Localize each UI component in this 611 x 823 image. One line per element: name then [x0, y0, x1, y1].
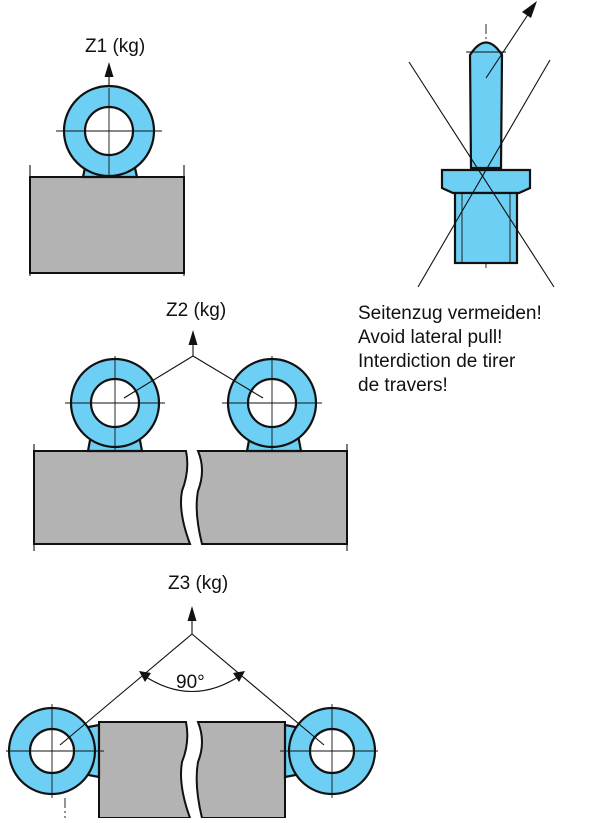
sling-left [123, 355, 194, 399]
figure-z1-single-eyebolt: Z1 (kg) [29, 36, 185, 276]
figure-z2-two-eyebolts: Z2 (kg) [33, 300, 348, 551]
label-z3: Z3 (kg) [168, 573, 228, 594]
label-z1: Z1 (kg) [85, 36, 145, 57]
sling-right [192, 355, 264, 399]
warning-line-en: Avoid lateral pull! [358, 327, 503, 348]
figure-lateral-pull-warning [408, 1, 555, 288]
lateral-arrowhead [522, 1, 537, 18]
figure-z3-side-eyebolts: Z3 (kg) 90° [6, 573, 378, 819]
warning-line-fr-1: Interdiction de tirer [358, 351, 516, 372]
label-z2: Z2 (kg) [166, 300, 226, 321]
block-left [98, 721, 192, 819]
warning-line-de: Seitenzug vermeiden! [358, 303, 542, 324]
cross-line-2 [417, 59, 551, 288]
block [29, 176, 185, 274]
block-right [195, 450, 348, 545]
label-angle: 90° [176, 672, 205, 693]
warning-line-fr-2: de travers! [358, 375, 448, 396]
warning-text: Seitenzug vermeiden! Avoid lateral pull!… [358, 302, 542, 398]
lateral-arrow-shaft [485, 9, 532, 79]
eyebolt-thread [453, 191, 519, 265]
angle-arc [142, 674, 242, 692]
eyebolt-shank [468, 41, 504, 170]
sling-right [191, 633, 325, 746]
block-right [195, 721, 286, 819]
load-arrowhead [187, 606, 197, 621]
sling-left [59, 633, 193, 746]
load-arrowhead [188, 330, 198, 345]
load-arrowhead [104, 62, 114, 77]
block-left [33, 450, 192, 545]
cross-line-1 [408, 61, 555, 288]
